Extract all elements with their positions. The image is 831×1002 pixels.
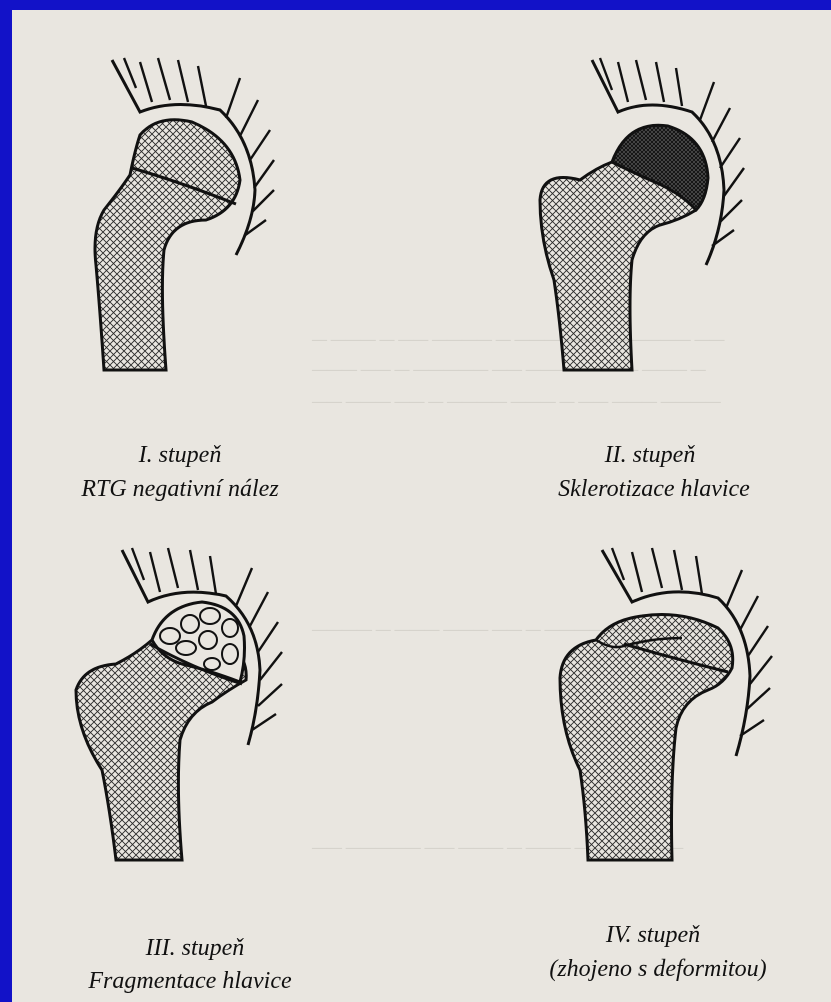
stage-1-description: RTG negativní nález xyxy=(35,476,325,503)
figure-stage-1 xyxy=(40,50,300,390)
figure-stage-3 xyxy=(52,540,312,880)
figure-stage-2 xyxy=(500,50,760,390)
stage-3-description: Fragmentace hlavice xyxy=(45,968,335,995)
stage-3-grade: III. stupeň xyxy=(65,935,325,962)
stage-2-description: Sklerotizace hlavice xyxy=(509,476,799,503)
bleed-through-texture: —— ——— —— — ———— ——— — —— ——— ———— xyxy=(312,394,721,411)
stage-4-description: (zhojeno s deformitou) xyxy=(508,956,808,983)
stage-4-grade: IV. stupeň xyxy=(523,922,783,949)
stage-2-grade: II. stupeň xyxy=(520,442,780,469)
figure-stage-4 xyxy=(532,540,792,880)
scanned-page: — ——— — —— ———— — ——— —— — ————— —— ——— … xyxy=(12,10,831,1002)
stage-1-grade: I. stupeň xyxy=(45,442,315,469)
